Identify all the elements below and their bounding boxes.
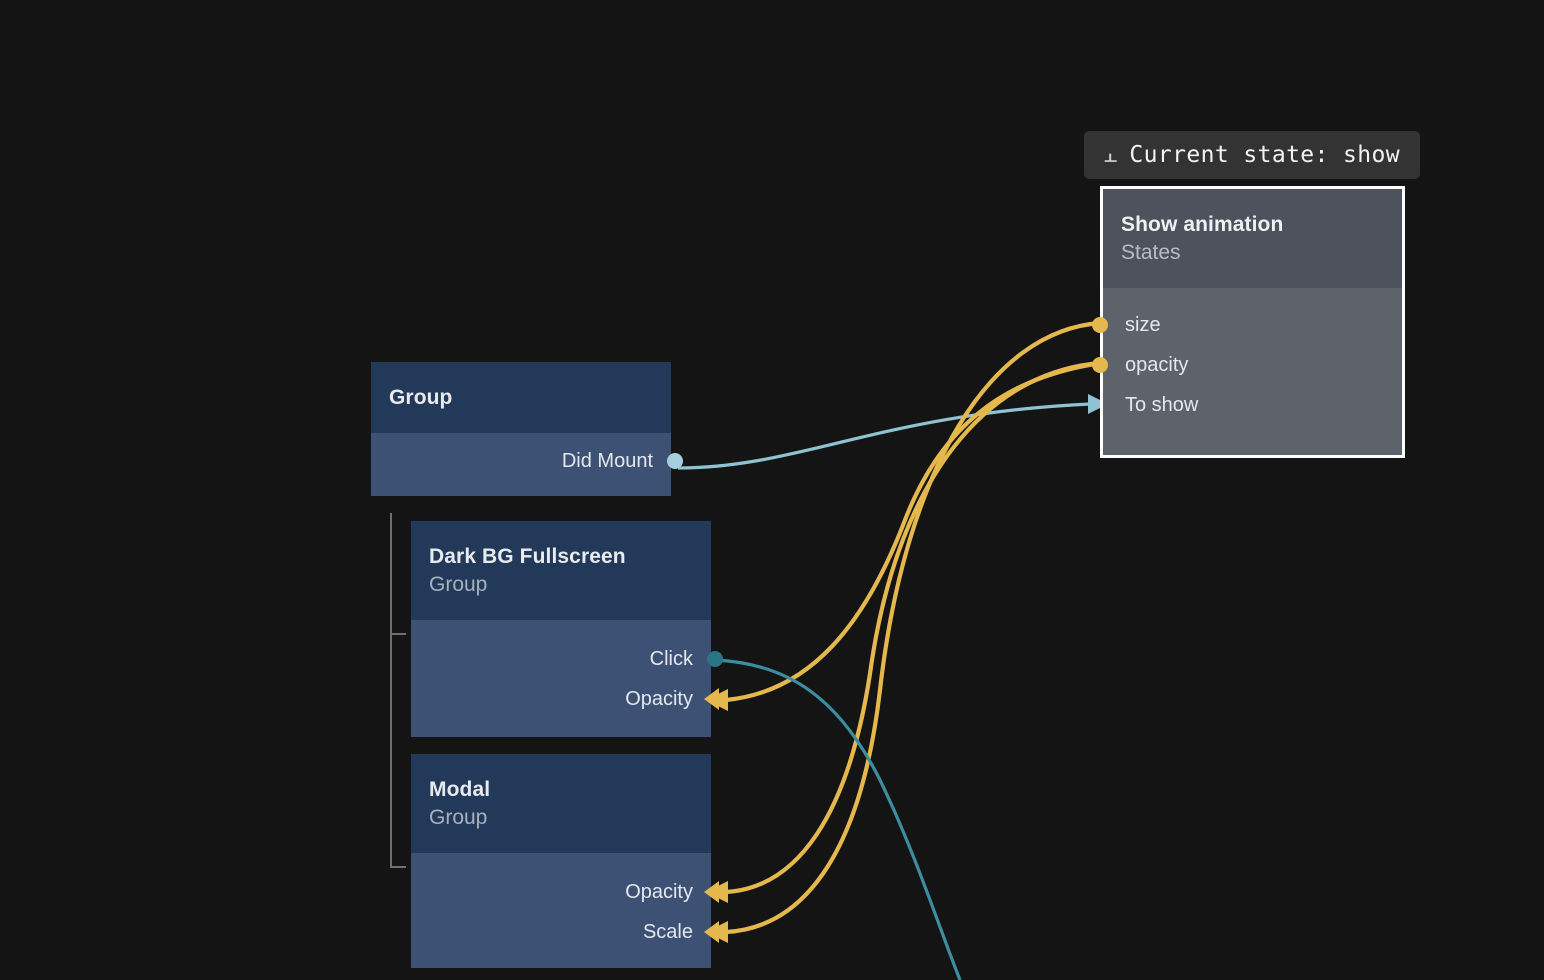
- edge-didmount-to-show: [677, 402, 1091, 470]
- node-modal-header[interactable]: Modal Group: [411, 754, 711, 853]
- node-modal-body[interactable]: Opacity Scale: [411, 853, 719, 968]
- port-row-did-mount[interactable]: Did Mount: [371, 441, 683, 481]
- node-group-header[interactable]: Group: [371, 362, 671, 433]
- node-modal-title: Modal: [429, 777, 491, 801]
- node-group-title: Group: [389, 385, 453, 409]
- node-modal[interactable]: Modal Group Opacity Scale: [411, 754, 719, 968]
- edge-size-to-scale: [725, 320, 1102, 935]
- port-label-modal-scale: Scale: [642, 921, 693, 943]
- port-label-opacity: opacity: [1125, 354, 1189, 376]
- tree-rail-stub-darkbg: [390, 633, 406, 635]
- node-show-animation-title: Show animation: [1121, 212, 1284, 236]
- node-show-animation-header[interactable]: Show animation States: [1103, 189, 1402, 288]
- port-row-modal-opacity[interactable]: Opacity: [411, 872, 719, 912]
- pin-icon[interactable]: ⫠: [1104, 142, 1118, 167]
- port-connector-click-dot-icon[interactable]: [707, 651, 723, 667]
- tree-rail-stub-modal: [390, 866, 406, 868]
- node-group[interactable]: Group Did Mount: [371, 362, 683, 496]
- port-connector-did-mount-dot-icon[interactable]: [667, 453, 683, 469]
- port-label-modal-opacity: Opacity: [625, 881, 693, 903]
- state-row-to-show[interactable]: To show: [1103, 385, 1402, 425]
- node-show-animation[interactable]: Show animation States size opacity To sh…: [1092, 186, 1405, 458]
- port-connector-size-dot-icon[interactable]: [1092, 317, 1108, 333]
- current-state-label: Current state: show: [1129, 142, 1401, 168]
- node-dark-bg-fullscreen-header[interactable]: Dark BG Fullscreen Group: [411, 521, 711, 620]
- port-label-to-show: To show: [1125, 394, 1199, 416]
- port-label-darkbg-opacity: Opacity: [625, 688, 693, 710]
- port-label-did-mount: Did Mount: [561, 450, 653, 472]
- node-show-animation-body[interactable]: size opacity To show: [1092, 288, 1402, 455]
- port-label-size: size: [1125, 314, 1161, 336]
- node-dark-bg-fullscreen[interactable]: Dark BG Fullscreen Group Click Opacity: [411, 521, 723, 737]
- port-row-modal-scale[interactable]: Scale: [411, 912, 719, 952]
- edge-click-offscreen: [713, 658, 962, 980]
- port-row-darkbg-opacity[interactable]: Opacity: [411, 679, 719, 719]
- node-show-animation-subtitle: States: [1121, 240, 1181, 264]
- tree-rail-vertical: [390, 513, 392, 868]
- node-dark-bg-fullscreen-title: Dark BG Fullscreen: [429, 544, 626, 568]
- state-row-opacity[interactable]: opacity: [1092, 345, 1402, 385]
- node-dark-bg-fullscreen-body[interactable]: Click Opacity: [411, 620, 723, 737]
- node-modal-subtitle: Group: [429, 805, 488, 829]
- port-connector-opacity-dot-icon[interactable]: [1092, 357, 1108, 373]
- node-group-body[interactable]: Did Mount: [371, 433, 683, 496]
- edge-opacity-to-modal-opacity: [725, 360, 1102, 895]
- state-row-size[interactable]: size: [1092, 305, 1402, 345]
- port-label-click: Click: [649, 648, 693, 670]
- node-dark-bg-fullscreen-subtitle: Group: [429, 572, 488, 596]
- current-state-badge[interactable]: ⫠ Current state: show: [1084, 131, 1420, 179]
- port-connector-modal-opacity-arrow-icon[interactable]: [704, 881, 719, 903]
- port-row-click[interactable]: Click: [411, 639, 723, 679]
- port-connector-modal-scale-arrow-icon[interactable]: [704, 921, 719, 943]
- edge-opacity-to-darkbg-opacity: [725, 360, 1102, 703]
- port-connector-darkbg-opacity-arrow-icon[interactable]: [704, 688, 719, 710]
